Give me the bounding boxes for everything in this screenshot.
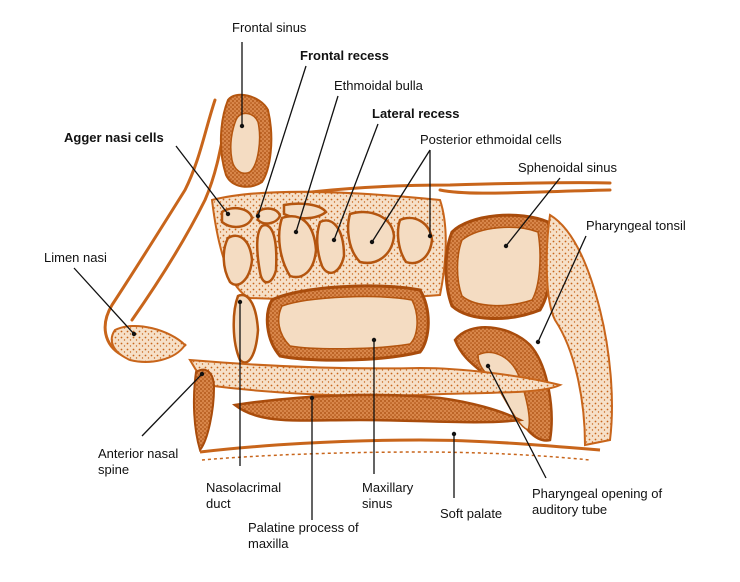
frontal-bone — [219, 93, 273, 188]
label-pharyngeal-tonsil: Pharyngeal tonsil — [586, 218, 686, 233]
label-lateral-recess: Lateral recess — [372, 106, 460, 121]
maxillary-sinus-shape — [265, 284, 430, 362]
label-ethmoidal-bulla: Ethmoidal bulla — [334, 78, 423, 93]
label-limen-nasi: Limen nasi — [44, 250, 107, 265]
nasal-vestibule — [110, 325, 187, 363]
label-frontal-recess: Frontal recess — [300, 48, 389, 63]
label-nasolacrimal-duct: Nasolacrimal duct — [206, 480, 282, 511]
sphenoid-sinus-shape — [444, 213, 554, 320]
leader-lines — [73, 42, 587, 520]
label-soft-palate: Soft palate — [440, 506, 503, 521]
label-anterior-nasal-spine: Anterior nasal spine — [98, 446, 179, 477]
label-palatine-process-of-maxilla: Palatine process of maxilla — [248, 520, 359, 551]
label-pharyngeal-opening-of-auditory-tube: Pharyngeal opening of auditory tube — [532, 486, 663, 517]
pointer-dots — [131, 123, 541, 437]
label-agger-nasi-cells: Agger nasi cells — [64, 130, 164, 145]
label-frontal-sinus: Frontal sinus — [232, 20, 307, 35]
label-posterior-ethmoidal-cells: Posterior ethmoidal cells — [420, 132, 562, 147]
label-maxillary-sinus: Maxillary sinus — [362, 480, 414, 511]
palate-region — [188, 358, 601, 461]
label-sphenoidal-sinus: Sphenoidal sinus — [518, 160, 618, 175]
